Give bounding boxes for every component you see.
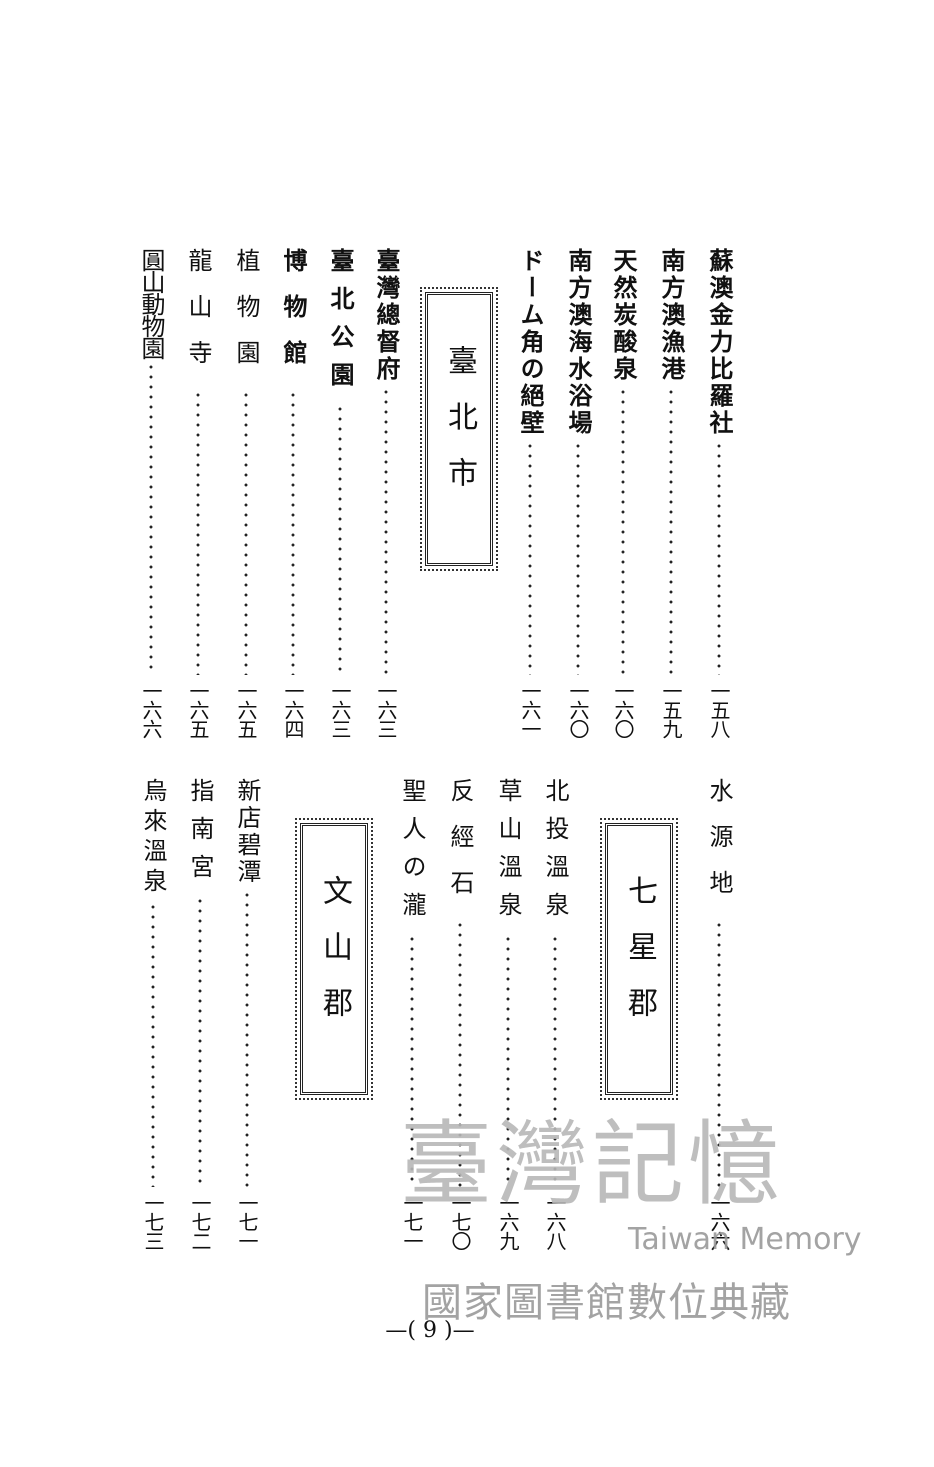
entry-title: 反經石: [446, 778, 474, 916]
toc-entry: 水源地 一六六: [704, 778, 734, 1250]
entry-page: 一五八: [707, 681, 731, 738]
section-heading: 文山郡: [317, 875, 352, 1043]
page-number: —( 9 )—: [385, 1318, 475, 1343]
toc-entry: 臺灣總督府 一六三: [371, 248, 401, 738]
dot-leader: [458, 920, 462, 1187]
toc-entry: ドーム角の絕壁 一六一: [515, 248, 545, 738]
dot-leader: [196, 390, 200, 675]
toc-entry: 博物館 一六四: [278, 248, 308, 738]
entry-page: 一六五: [234, 681, 258, 738]
entry-page: 一六四: [281, 681, 305, 738]
toc-entry: 烏來溫泉 一七三: [138, 778, 168, 1250]
entry-title: ドーム角の絕壁: [516, 248, 545, 437]
entry-title: 南方澳海水浴場: [564, 248, 593, 437]
entry-title: 臺灣總督府: [372, 248, 401, 383]
entry-title: 南方澳漁港: [657, 248, 686, 383]
entry-title: 植物園: [232, 248, 260, 386]
toc-entry: 聖人の瀧 一七一: [397, 778, 427, 1250]
toc-entry: 南方澳海水浴場 一六〇: [563, 248, 593, 738]
entry-page: 一六〇: [611, 681, 635, 738]
toc-entry: 蘇澳金力比羅社 一五八: [704, 248, 734, 738]
entry-title: 臺北公園: [326, 248, 355, 400]
toc-entry: 龍山寺 一六五: [183, 248, 213, 738]
toc-entry: 圓山動物園 一六六: [136, 248, 166, 738]
toc-entry: 草山溫泉 一六九: [493, 778, 523, 1250]
section-heading: 臺北市: [442, 345, 477, 513]
entry-title: 草山溫泉: [494, 778, 522, 930]
entry-page: 一六六: [707, 1193, 731, 1250]
entry-title: 北投溫泉: [541, 778, 569, 930]
dot-leader: [384, 387, 388, 675]
toc-entry: 反經石 一七〇: [445, 778, 475, 1250]
section-heading-box: 臺北市: [420, 287, 498, 571]
entry-title: 水源地: [705, 778, 733, 916]
entry-page: 一七〇: [448, 1193, 472, 1250]
toc-entry: 北投溫泉 一六八: [540, 778, 570, 1250]
entry-page: 一七一: [235, 1193, 259, 1250]
dot-leader: [717, 441, 721, 675]
dot-leader: [149, 362, 153, 675]
entry-title: 蘇澳金力比羅社: [705, 248, 734, 437]
dot-leader: [669, 387, 673, 675]
toc-entry: 植物園 一六五: [231, 248, 261, 738]
toc-entry: 指南宮 一七二: [185, 778, 215, 1250]
entry-page: 一六八: [543, 1193, 567, 1250]
section-heading-box: 文山郡: [295, 818, 373, 1100]
toc-entry: 臺北公園 一六三: [325, 248, 355, 738]
entry-page: 一五九: [659, 681, 683, 738]
dot-leader: [528, 441, 532, 675]
dot-leader: [245, 890, 249, 1187]
entry-title: 天然炭酸泉: [609, 248, 638, 383]
watermark: 臺灣記憶 Taiwan Memory 國家圖書館數位典藏: [400, 1110, 900, 1350]
entry-title: 龍山寺: [184, 248, 212, 386]
entry-page: 一七一: [400, 1193, 424, 1250]
dot-leader: [553, 934, 557, 1187]
entry-title: 新店碧潭: [233, 778, 261, 886]
dot-leader: [338, 404, 342, 675]
section-heading: 七星郡: [622, 875, 657, 1043]
entry-title: 聖人の瀧: [398, 778, 426, 930]
entry-page: 一七二: [188, 1193, 212, 1250]
watermark-english: Taiwan Memory: [628, 1222, 862, 1257]
toc-entry: 天然炭酸泉 一六〇: [608, 248, 638, 738]
dot-leader: [291, 390, 295, 675]
entry-title: 指南宮: [186, 778, 214, 892]
dot-leader: [244, 390, 248, 675]
dot-leader: [576, 441, 580, 675]
dot-leader: [151, 902, 155, 1187]
entry-page: 一六三: [374, 681, 398, 738]
entry-page: 一六六: [139, 681, 163, 738]
entry-title: 博物館: [279, 248, 308, 386]
toc-entry: 新店碧潭 一七一: [232, 778, 262, 1250]
dot-leader: [621, 387, 625, 675]
section-heading-box: 七星郡: [600, 818, 678, 1100]
entry-page: 一六三: [328, 681, 352, 738]
dot-leader: [410, 934, 414, 1187]
entry-page: 一六五: [186, 681, 210, 738]
toc-entry: 南方澳漁港 一五九: [656, 248, 686, 738]
dot-leader: [506, 934, 510, 1187]
dot-leader: [198, 896, 202, 1187]
entry-page: 一六一: [518, 681, 542, 738]
entry-title: 圓山動物園: [137, 248, 165, 358]
entry-page: 一六九: [496, 1193, 520, 1250]
dot-leader: [717, 920, 721, 1187]
entry-title: 烏來溫泉: [139, 778, 167, 898]
entry-page: 一七三: [141, 1193, 165, 1250]
entry-page: 一六〇: [566, 681, 590, 738]
